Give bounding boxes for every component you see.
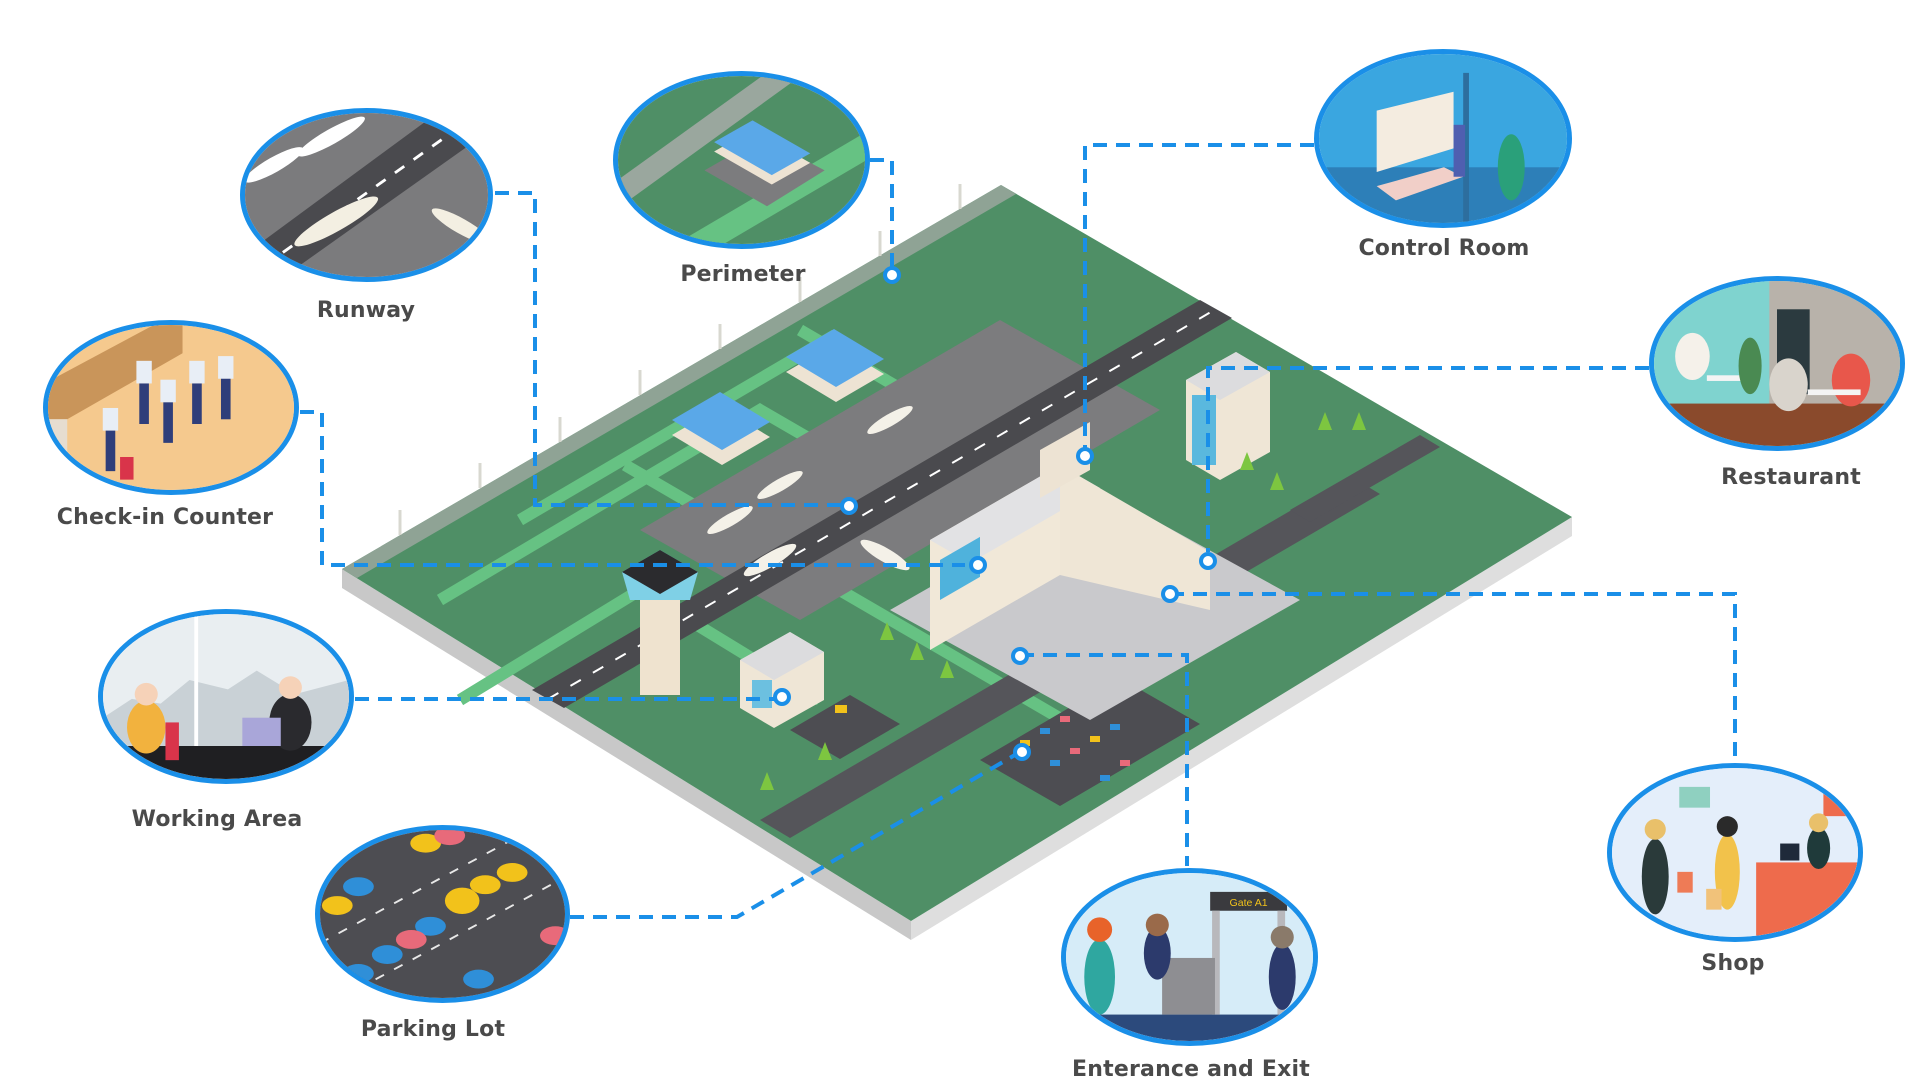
label-perimeter: Perimeter — [680, 262, 806, 287]
connector-shop — [1170, 592, 1737, 760]
label-shop: Shop — [1701, 951, 1765, 976]
hotel-tower — [1186, 352, 1270, 480]
planes — [707, 406, 913, 577]
fence-posts — [398, 184, 962, 535]
anchor-shop[interactable] — [1161, 585, 1179, 603]
gate-sign: Gate A1 — [1230, 898, 1268, 909]
anchor-perimeter[interactable] — [883, 266, 901, 284]
label-working-area: Working Area — [131, 807, 303, 832]
connector-runway — [495, 191, 849, 507]
parking-lot-small — [790, 695, 900, 759]
anchor-entrance[interactable] — [1011, 647, 1029, 665]
callout-shop[interactable] — [1607, 763, 1863, 942]
label-check-in: Check-in Counter — [56, 505, 274, 530]
connector-restaurant — [1206, 366, 1649, 552]
connector-perimeter — [870, 158, 894, 268]
label-runway: Runway — [316, 298, 416, 323]
connector-control-room — [1083, 143, 1314, 448]
callout-runway[interactable] — [240, 108, 493, 282]
label-restaurant: Restaurant — [1721, 465, 1861, 490]
callout-entrance-exit[interactable]: Gate A1 — [1061, 868, 1318, 1046]
control-room-operators-icon — [1319, 54, 1567, 223]
label-entrance-exit: Enterance and Exit — [1072, 1057, 1310, 1082]
gate-security-icon: Gate A1 — [1066, 873, 1313, 1041]
map-base-left-side — [342, 569, 911, 940]
callout-check-in[interactable] — [43, 320, 299, 495]
hangar — [672, 392, 770, 465]
perimeter-fence-hangar-icon — [618, 76, 865, 244]
label-parking-lot: Parking Lot — [360, 1017, 506, 1042]
hangar — [786, 329, 884, 402]
trees — [760, 412, 1366, 790]
anchor-working-area[interactable] — [773, 688, 791, 706]
callout-restaurant[interactable] — [1649, 276, 1905, 451]
perimeter-fence — [342, 185, 1016, 578]
connector-check-in — [300, 410, 965, 567]
anchor-check-in[interactable] — [969, 556, 987, 574]
anchor-restaurant[interactable] — [1199, 552, 1217, 570]
check-in-queue-icon — [48, 325, 294, 490]
callout-control-room[interactable] — [1314, 49, 1572, 228]
callout-perimeter[interactable] — [613, 71, 870, 249]
connector-parking-lot — [570, 750, 1022, 919]
apron — [640, 320, 1160, 620]
control-tower — [622, 550, 698, 695]
side-road — [1290, 435, 1440, 522]
callout-parking-lot[interactable] — [315, 825, 570, 1003]
anchor-runway[interactable] — [840, 497, 858, 515]
office-workers-icon — [103, 614, 349, 779]
restaurant-diners-icon — [1654, 281, 1900, 446]
anchor-parking-lot[interactable] — [1013, 743, 1031, 761]
shoppers-icon — [1612, 768, 1858, 937]
terminal-building — [890, 422, 1300, 720]
anchor-control-room[interactable] — [1076, 447, 1094, 465]
map-base-right-side — [911, 517, 1572, 940]
parked-cars-icon — [320, 830, 565, 998]
runway-planes-icon — [245, 113, 488, 277]
connector-entrance — [1020, 653, 1189, 866]
callout-working-area[interactable] — [98, 609, 354, 784]
label-control-room: Control Room — [1358, 236, 1530, 261]
